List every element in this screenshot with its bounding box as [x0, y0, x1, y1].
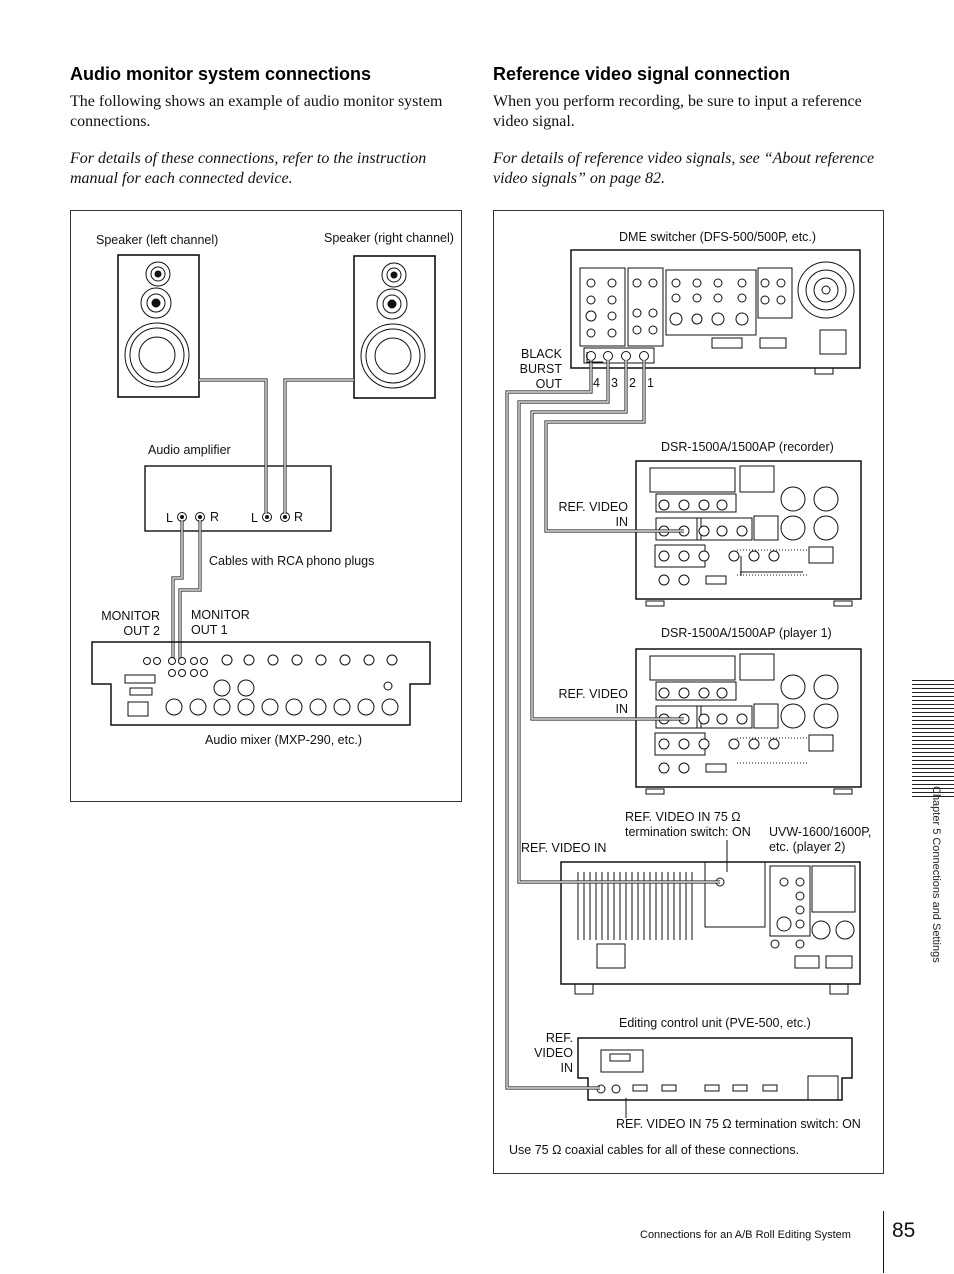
port-2-label: 2 — [629, 376, 636, 390]
speaker-right-label: Speaker (right channel) — [324, 231, 454, 245]
audio-note: For details of these connections, refer … — [70, 150, 427, 187]
amplifier-label: Audio amplifier — [148, 443, 231, 457]
reference-note: For details of reference video signals, … — [493, 150, 875, 187]
player2-uvw-icon — [560, 861, 861, 995]
amp-l2-label: L — [251, 511, 258, 525]
ref-video-in-player2-label: REF. VIDEO IN — [521, 841, 607, 855]
speaker-right-icon — [353, 255, 436, 399]
reference-intro: When you perform recording, be sure to i… — [493, 93, 862, 130]
amp-r2-label: R — [294, 510, 304, 524]
audio-intro: The following shows an example of audio … — [70, 93, 443, 130]
recorder-label: DSR-1500A/1500AP (recorder) — [661, 440, 834, 454]
port-4-label: 4 — [593, 376, 600, 390]
chapter-thumb-tab — [912, 680, 954, 800]
audio-mixer-icon — [91, 641, 431, 726]
amp-l1-label: L — [166, 511, 173, 525]
port-1-label: 1 — [647, 376, 654, 390]
page-number: 85 — [892, 1219, 916, 1242]
dme-switcher-icon — [570, 249, 861, 375]
speaker-left-icon — [117, 254, 200, 398]
footer-divider — [883, 1211, 884, 1273]
cables-label: Cables with RCA phono plugs — [209, 554, 375, 568]
term-switch-bottom-label: REF. VIDEO IN 75 Ω termination switch: O… — [616, 1117, 861, 1131]
amplifier-icon — [144, 465, 332, 532]
speaker-left-label: Speaker (left channel) — [96, 233, 219, 247]
uvw-label: UVW-1600/1600P,etc. (player 2) — [769, 825, 872, 854]
chapter-sidebar-label: Chapter 5 Connections and Settings — [930, 786, 942, 963]
dme-label: DME switcher (DFS-500/500P, etc.) — [619, 230, 817, 244]
audio-heading: Audio monitor system connections — [70, 64, 372, 84]
reference-diagram-frame — [493, 210, 884, 1174]
amp-r1-label: R — [210, 510, 220, 524]
footer-section-title: Connections for an A/B Roll Editing Syst… — [640, 1229, 851, 1241]
coax-note: Use 75 Ω coaxial cables for all of these… — [509, 1143, 800, 1157]
player1-label: DSR-1500A/1500AP (player 1) — [661, 626, 832, 640]
editing-control-unit-icon — [577, 1037, 853, 1101]
port-3-label: 3 — [611, 376, 618, 390]
reference-heading: Reference video signal connection — [493, 64, 791, 84]
mixer-label: Audio mixer (MXP-290, etc.) — [205, 733, 362, 747]
audio-diagram-frame — [70, 210, 462, 802]
recorder-vtr-icon — [635, 460, 862, 607]
editing-label: Editing control unit (PVE-500, etc.) — [619, 1016, 811, 1030]
player1-vtr-icon — [635, 648, 862, 795]
